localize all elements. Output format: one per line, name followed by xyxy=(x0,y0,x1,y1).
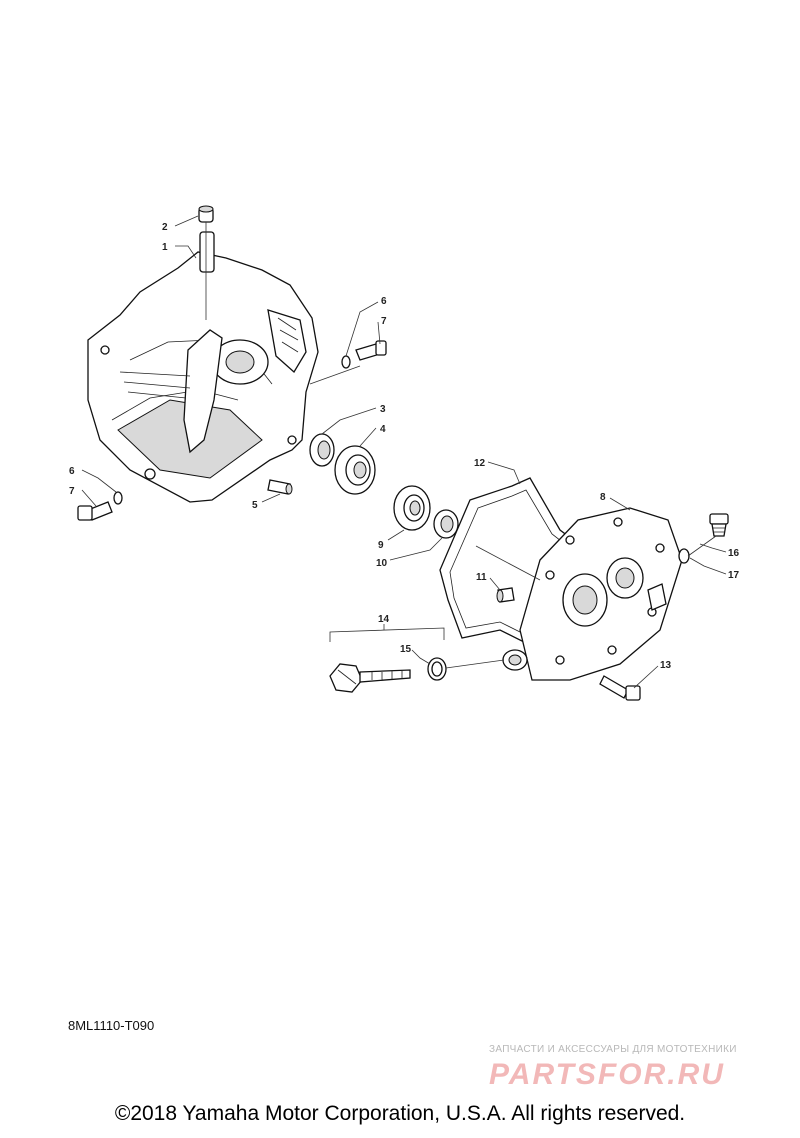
washer-part-6-lower[interactable] xyxy=(113,491,123,505)
cap-part-2[interactable] xyxy=(198,205,214,223)
callout-10: 10 xyxy=(376,558,388,569)
callout-3: 3 xyxy=(380,404,386,415)
callout-7-upper: 7 xyxy=(381,316,387,327)
callout-4: 4 xyxy=(380,424,386,435)
callout-17: 17 xyxy=(728,570,740,581)
callout-6-upper: 6 xyxy=(381,296,387,307)
callout-2: 2 xyxy=(162,222,168,233)
callout-8: 8 xyxy=(600,492,606,503)
bolt-part-7-lower[interactable] xyxy=(77,501,113,521)
drain-plug-part-16[interactable] xyxy=(709,513,729,537)
bearing-part-9[interactable] xyxy=(393,485,431,531)
callout-5: 5 xyxy=(252,500,258,511)
dipstick-part-14[interactable] xyxy=(329,663,411,693)
watermark-tagline: ЗАПЧАСТИ И АКСЕССУАРЫ ДЛЯ МОТОТЕХНИКИ xyxy=(489,1044,737,1055)
callout-7-lower: 7 xyxy=(69,486,75,497)
leader-lines xyxy=(81,215,727,689)
crankcase-cover-part-8[interactable] xyxy=(502,507,683,681)
o-ring-part-17[interactable] xyxy=(678,548,690,564)
callout-15: 15 xyxy=(400,644,412,655)
callout-labels: 1 2 3 4 5 6 7 6 7 8 9 10 11 12 13 14 15 … xyxy=(69,222,740,671)
washer-part-6-upper[interactable] xyxy=(341,355,351,369)
plug-part-11[interactable] xyxy=(496,587,515,603)
bolt-part-13[interactable] xyxy=(599,675,641,701)
callout-9: 9 xyxy=(378,540,384,551)
bearing-part-4[interactable] xyxy=(334,445,376,495)
dowel-pin-part-5[interactable] xyxy=(267,479,293,495)
callout-6-lower: 6 xyxy=(69,466,75,477)
oil-seal-part-3[interactable] xyxy=(309,433,335,467)
copyright-notice: ©2018 Yamaha Motor Corporation, U.S.A. A… xyxy=(114,1102,686,1125)
callout-11: 11 xyxy=(476,572,487,583)
callout-13: 13 xyxy=(660,660,672,671)
bolt-part-7-upper[interactable] xyxy=(355,340,387,361)
oil-seal-part-10[interactable] xyxy=(433,509,459,539)
watermark-logo: PARTSFOR.RU xyxy=(489,1058,725,1088)
callout-12: 12 xyxy=(474,458,486,469)
diagram-code: 8ML1110-T090 xyxy=(68,1018,155,1033)
watermark-logo-text: PARTSFOR.RU xyxy=(489,1058,725,1088)
crankcase-part[interactable] xyxy=(87,231,319,503)
callout-14: 14 xyxy=(378,614,390,625)
callout-16: 16 xyxy=(728,548,740,559)
o-ring-part-15[interactable] xyxy=(427,657,447,681)
callout-1: 1 xyxy=(162,242,168,253)
